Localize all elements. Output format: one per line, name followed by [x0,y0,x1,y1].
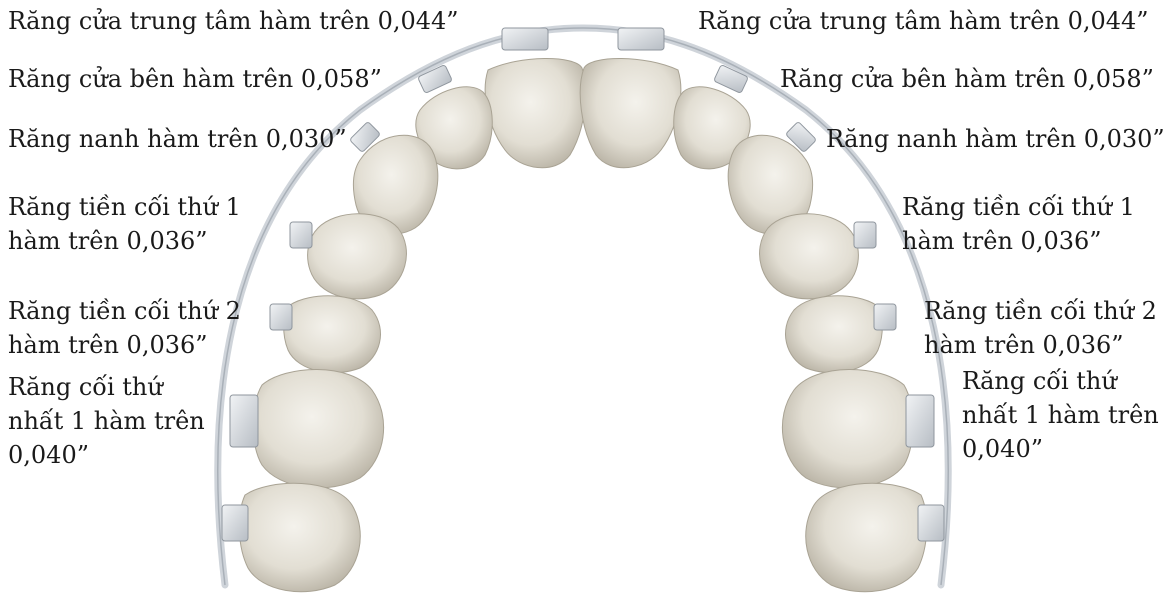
label-right-second-premolar: Răng tiền cối thứ 2 hàm trên 0,036” [924,294,1157,362]
label-left-second-premolar: Răng tiền cối thứ 2 hàm trên 0,036” [8,294,241,362]
bracket-left-central [502,28,548,50]
label-right-central-incisor: Răng cửa trung tâm hàm trên 0,044” [698,4,1149,38]
label-left-first-premolar: Răng tiền cối thứ 1 hàm trên 0,036” [8,190,241,258]
left-second-molar-tooth [239,483,360,591]
bracket-left-second-premolar [270,304,292,330]
bracket-left-first-premolar [290,222,312,248]
bracket-right-second-premolar [874,304,896,330]
label-right-first-molar: Răng cối thứ nhất 1 hàm trên 0,040” [962,364,1159,466]
label-right-canine: Răng nanh hàm trên 0,030” [826,122,1165,156]
right-central-incisor-tooth [580,58,681,167]
left-central-incisor-tooth [485,58,586,167]
label-left-central-incisor: Răng cửa trung tâm hàm trên 0,044” [8,4,459,38]
bracket-right-central [618,28,664,50]
molar-tube-right-first [906,395,934,447]
bracket-right-first-premolar [854,222,876,248]
label-left-lateral-incisor: Răng cửa bên hàm trên 0,058” [8,62,382,96]
right-first-premolar-tooth [760,214,859,299]
label-left-canine: Răng nanh hàm trên 0,030” [8,122,347,156]
left-first-molar-tooth [253,369,384,487]
right-second-premolar-tooth [785,296,882,373]
molar-tube-left-second [222,505,248,541]
molar-tube-right-second [918,505,944,541]
label-left-first-molar: Răng cối thứ nhất 1 hàm trên 0,040” [8,370,205,472]
label-right-lateral-incisor: Răng cửa bên hàm trên 0,058” [780,62,1154,96]
right-first-molar-tooth [782,369,913,487]
left-first-premolar-tooth [308,214,407,299]
molar-tube-left-first [230,395,258,447]
left-second-premolar-tooth [284,296,381,373]
label-right-first-premolar: Răng tiền cối thứ 1 hàm trên 0,036” [902,190,1135,258]
right-second-molar-tooth [806,483,927,591]
